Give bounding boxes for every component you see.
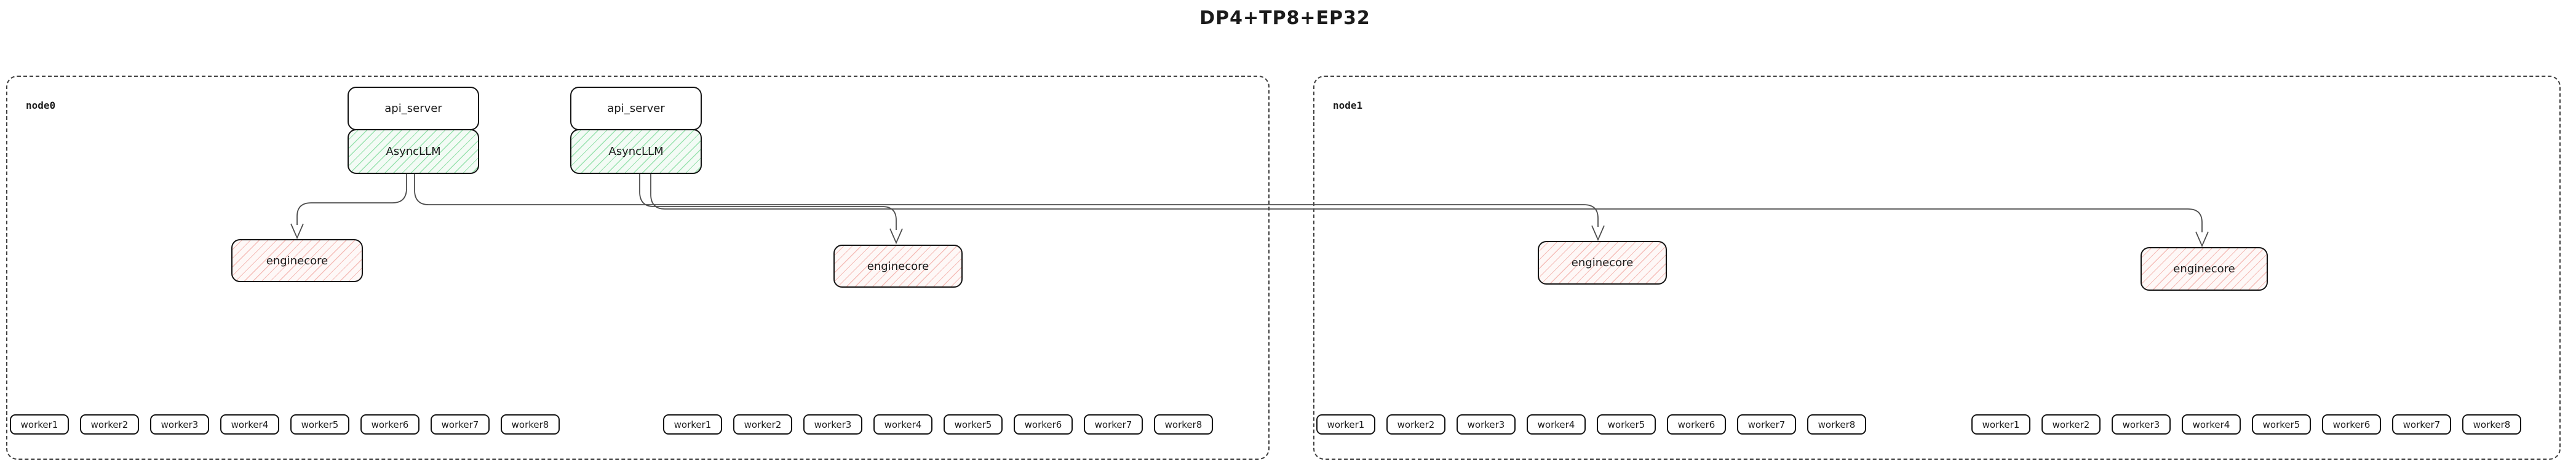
worker-group-2: worker1 worker2 worker3 worker4 worker5 …: [663, 414, 1213, 435]
worker-box: worker4: [873, 414, 932, 435]
worker-box: worker2: [2041, 414, 2101, 435]
worker-box: worker7: [431, 414, 490, 435]
worker-box: worker6: [1014, 414, 1073, 435]
worker-box: worker1: [10, 414, 69, 435]
worker-box: worker8: [1154, 414, 1213, 435]
worker-group-3: worker1 worker2 worker3 worker4 worker5 …: [1316, 414, 1866, 435]
api-server-box-1: api_server: [348, 87, 479, 130]
worker-box: worker7: [2392, 414, 2451, 435]
worker-box: worker1: [663, 414, 722, 435]
node1-label: node1: [1333, 100, 1363, 111]
worker-box: worker7: [1084, 414, 1143, 435]
worker-box: worker2: [1386, 414, 1445, 435]
api-server-box-2: api_server: [570, 87, 702, 130]
worker-box: worker5: [944, 414, 1003, 435]
worker-box: worker1: [1971, 414, 2030, 435]
enginecore-box-2: enginecore: [833, 245, 963, 288]
worker-box: worker7: [1737, 414, 1796, 435]
worker-box: worker3: [1457, 414, 1516, 435]
worker-box: worker4: [2182, 414, 2241, 435]
asyncllm-box-2: AsyncLLM: [570, 129, 702, 174]
worker-box: worker4: [1527, 414, 1586, 435]
worker-box: worker5: [1597, 414, 1656, 435]
diagram-title: DP4+TP8+EP32: [1199, 7, 1370, 29]
enginecore-box-3: enginecore: [1538, 241, 1667, 285]
worker-box: worker5: [2252, 414, 2311, 435]
worker-box: worker8: [2462, 414, 2521, 435]
worker-box: worker8: [1807, 414, 1866, 435]
worker-box: worker2: [733, 414, 792, 435]
node0-label: node0: [26, 100, 56, 111]
worker-box: worker6: [2322, 414, 2381, 435]
enginecore-box-1: enginecore: [231, 239, 363, 282]
asyncllm-box-1: AsyncLLM: [348, 129, 479, 174]
worker-box: worker3: [2112, 414, 2171, 435]
worker-group-1: worker1 worker2 worker3 worker4 worker5 …: [10, 414, 560, 435]
worker-box: worker6: [1667, 414, 1726, 435]
node1-container: [1313, 76, 2561, 460]
worker-box: worker4: [220, 414, 279, 435]
worker-box: worker6: [360, 414, 419, 435]
worker-box: worker3: [803, 414, 862, 435]
worker-box: worker3: [150, 414, 209, 435]
worker-box: worker8: [501, 414, 560, 435]
worker-group-4: worker1 worker2 worker3 worker4 worker5 …: [1971, 414, 2521, 435]
worker-box: worker5: [290, 414, 349, 435]
worker-box: worker2: [80, 414, 139, 435]
enginecore-box-4: enginecore: [2141, 247, 2268, 291]
worker-box: worker1: [1316, 414, 1375, 435]
node0-container: [6, 76, 1270, 460]
